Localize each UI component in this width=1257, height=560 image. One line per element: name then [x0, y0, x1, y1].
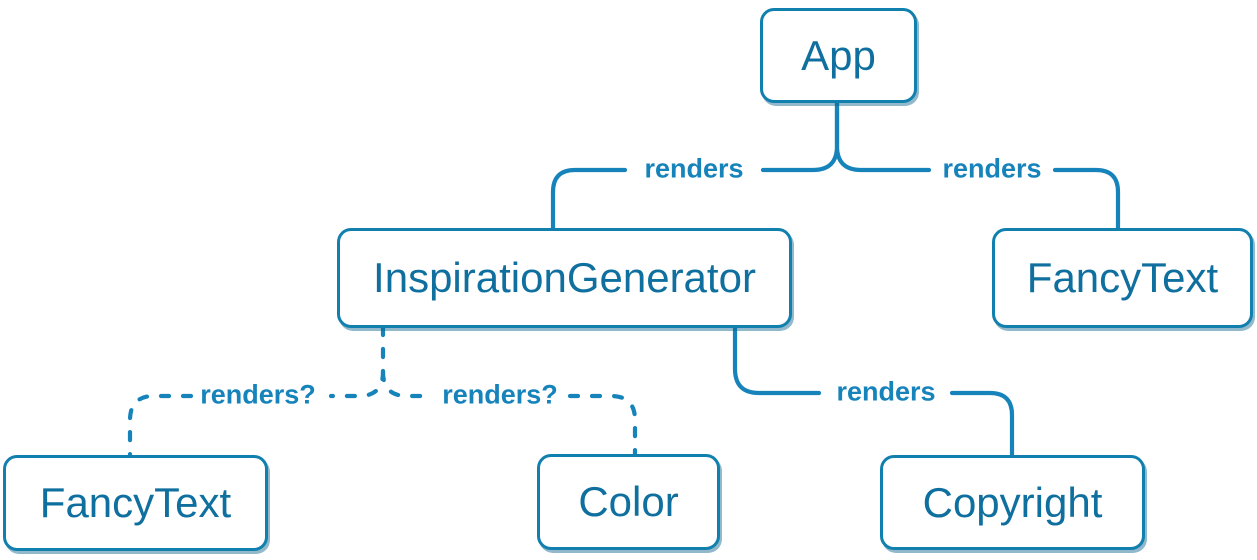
- edge-app-fancytext-line-left: [834, 100, 932, 173]
- node-fancy-text-bottom-label: FancyText: [39, 479, 232, 526]
- node-app-label: App: [801, 31, 876, 79]
- edge-label-app-fancytext: renders: [942, 153, 1042, 184]
- node-inspiration-generator: InspirationGenerator: [337, 228, 792, 328]
- edge-app-inspirationgenerator-line-left: [550, 167, 628, 232]
- node-copyright-label: Copyright: [922, 478, 1103, 526]
- edge-label-inspirationgenerator-color: renders?: [442, 379, 558, 410]
- dashed-edges: [127, 324, 638, 459]
- edge-inspirationgenerator-color-dashed-left: [380, 369, 434, 399]
- edge-inspirationgenerator-copyright-line-right: [949, 390, 1015, 459]
- edge-label-inspirationgenerator-copyright: renders: [836, 376, 936, 407]
- node-color-label: Color: [578, 478, 679, 525]
- edge-app-fancytext-line-right: [1052, 167, 1121, 232]
- node-fancy-text-top: FancyText: [992, 228, 1253, 328]
- node-app: App: [760, 8, 917, 103]
- solid-edges: [550, 100, 1121, 459]
- node-color: Color: [537, 454, 720, 550]
- edge-label-inspirationgenerator-fancytext: renders?: [200, 379, 316, 410]
- edge-label-app-inspirationgenerator: renders: [644, 153, 744, 184]
- edge-inspirationgenerator-copyright-line-left: [732, 324, 822, 396]
- edge-inspirationgenerator-color-dashed-right: [567, 393, 638, 458]
- edge-app-inspirationgenerator-line-right: [760, 100, 840, 173]
- edge-inspirationgenerator-fancytext-dashed-right: [328, 324, 386, 399]
- node-fancy-text-top-label: FancyText: [1026, 254, 1219, 301]
- node-fancy-text-bottom: FancyText: [3, 455, 268, 551]
- node-copyright: Copyright: [880, 455, 1145, 550]
- node-inspiration-generator-label: InspirationGenerator: [373, 254, 756, 301]
- edge-inspirationgenerator-fancytext-dashed-left: [127, 393, 194, 459]
